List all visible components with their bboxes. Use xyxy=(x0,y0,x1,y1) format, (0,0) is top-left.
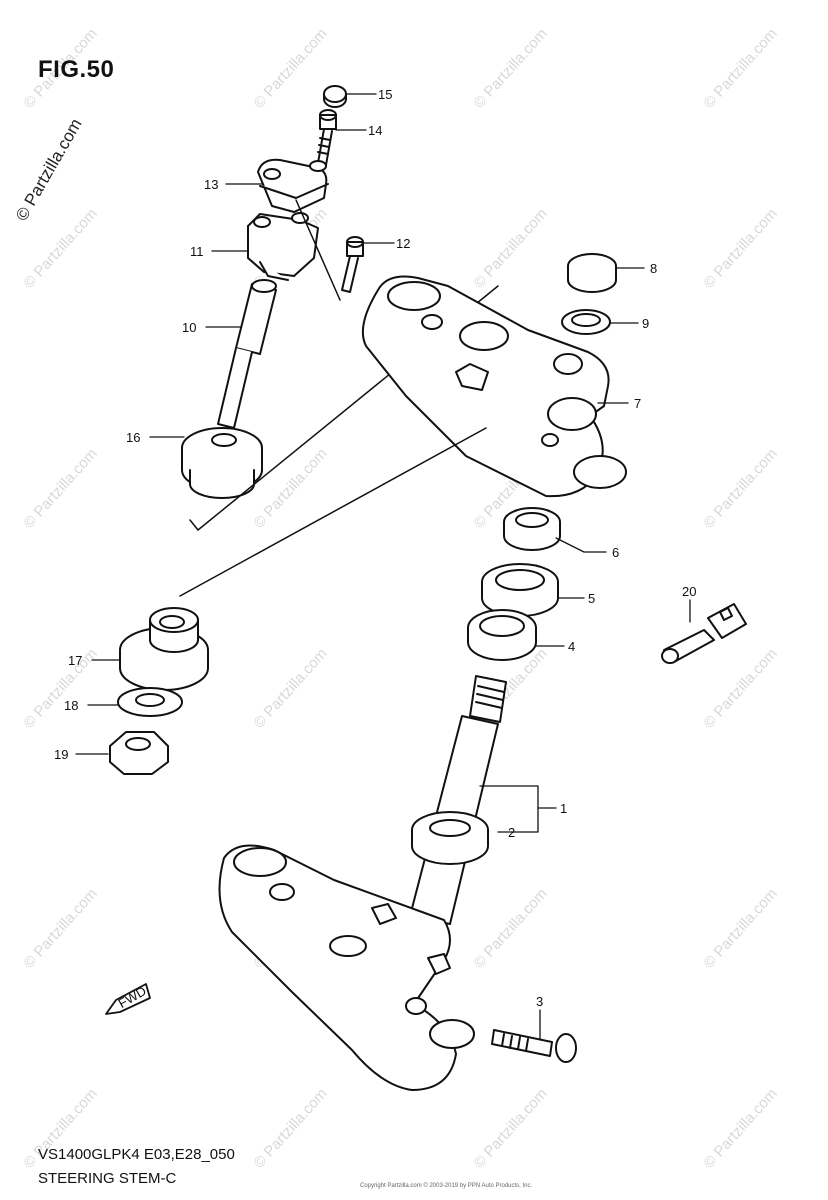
part-8-cap xyxy=(567,253,617,293)
callout-2: 2 xyxy=(508,825,515,840)
callout-5: 5 xyxy=(588,591,595,606)
part-9-washer xyxy=(561,309,611,335)
model-code: VS1400GLPK4 E03,E28_050 xyxy=(38,1146,235,1163)
part-10-shaft xyxy=(217,279,277,429)
callout-4: 4 xyxy=(568,639,575,654)
callout-labels: 15 14 13 11 12 10 16 8 9 7 6 5 4 20 17 1… xyxy=(54,87,696,1009)
part-18-washer xyxy=(117,687,183,717)
leader-lines xyxy=(75,93,691,1041)
callout-9: 9 xyxy=(642,316,649,331)
part-1-stem xyxy=(409,675,507,925)
part-3-bolt xyxy=(491,1029,577,1063)
callout-6: 6 xyxy=(612,545,619,560)
callout-13: 13 xyxy=(204,177,218,192)
tiny-copyright: Copyright Partzilla.com © 2003-2019 by P… xyxy=(360,1183,533,1189)
part-5-bearing xyxy=(481,563,559,617)
callout-1: 1 xyxy=(560,801,567,816)
part-2-bearing xyxy=(411,811,489,865)
part-14-bolt xyxy=(317,109,337,166)
part-7-upper-bracket xyxy=(362,275,627,498)
callout-20: 20 xyxy=(682,584,696,599)
callout-15: 15 xyxy=(378,87,392,102)
callout-14: 14 xyxy=(368,123,382,138)
part-6-nut xyxy=(503,507,561,551)
callout-7: 7 xyxy=(634,396,641,411)
callout-16: 16 xyxy=(126,430,140,445)
part-19-nut xyxy=(109,731,169,775)
callout-17: 17 xyxy=(68,653,82,668)
part-13-clamp xyxy=(257,158,329,213)
callout-12: 12 xyxy=(396,236,410,251)
part-4-bearing xyxy=(467,609,537,661)
fwd-arrow xyxy=(105,983,151,1015)
figure-title: FIG.50 xyxy=(38,56,115,83)
lower-bracket xyxy=(218,844,475,1091)
part-12-bolt xyxy=(341,236,364,293)
part-15-cap xyxy=(323,85,347,108)
callout-18: 18 xyxy=(64,698,78,713)
part-20-fitting xyxy=(661,603,747,664)
part-11-holder xyxy=(247,212,319,281)
callout-19: 19 xyxy=(54,747,68,762)
diagram-name: STEERING STEM-C xyxy=(38,1170,177,1187)
callout-10: 10 xyxy=(182,320,196,335)
callout-8: 8 xyxy=(650,261,657,276)
callout-3: 3 xyxy=(536,994,543,1009)
part-17-bearing xyxy=(119,607,209,691)
callout-11: 11 xyxy=(190,244,204,259)
part-16-damper xyxy=(181,427,263,499)
